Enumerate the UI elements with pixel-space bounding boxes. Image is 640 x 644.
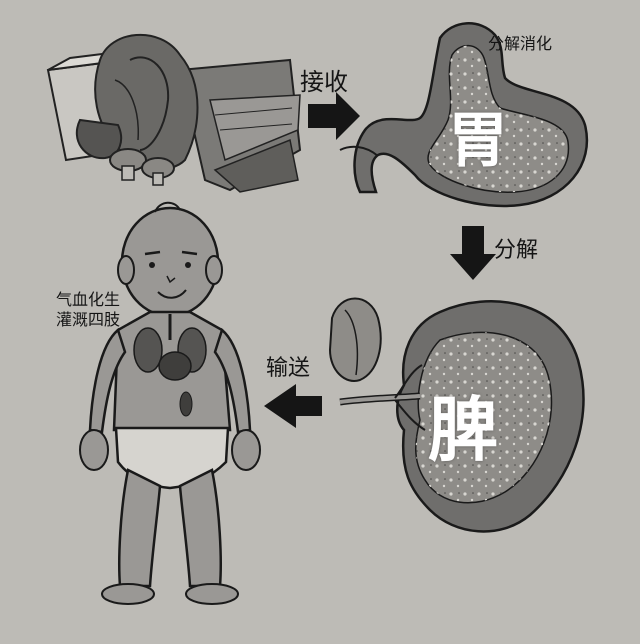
label-spleen: 脾 (428, 389, 498, 471)
spleen-icon (328, 297, 585, 533)
stomach-icon (339, 22, 589, 208)
child-icon (79, 201, 261, 605)
label-qi-blood-line1: 气血化生 (56, 290, 121, 309)
label-transport: 输送 (266, 356, 311, 381)
label-digest: 分解消化 (488, 34, 553, 53)
arrow-down-icon (450, 226, 496, 280)
label-qi-blood-line2: 灌溉四肢 (56, 310, 121, 329)
vegetables-icon (46, 33, 302, 193)
label-decompose: 分解 (494, 238, 539, 263)
label-stomach: 胃 (448, 106, 508, 176)
arrow-right-icon (308, 92, 360, 140)
arrow-left-icon (264, 384, 322, 428)
label-receive: 接收 (300, 68, 348, 96)
